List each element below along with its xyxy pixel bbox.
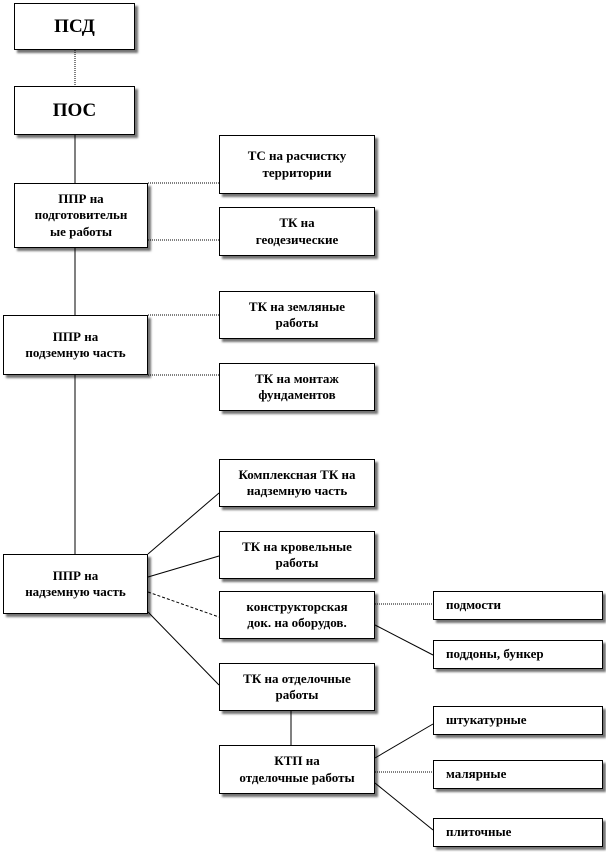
node-tk-finishing: ТК на отделочные работы xyxy=(219,663,375,711)
connector-ppr-above-complex-tk xyxy=(147,492,220,555)
node-psd: ПСД xyxy=(14,3,135,50)
node-tiling: плиточные xyxy=(433,818,603,847)
node-tk-geodetic: ТК на геодезические xyxy=(219,207,375,256)
node-painting: малярные xyxy=(433,760,603,789)
node-tk-foundation: ТК на монтаж фундаментов xyxy=(219,363,375,411)
node-plaster: штукатурные xyxy=(433,706,603,735)
node-pallets: поддоны, бункер xyxy=(433,640,603,669)
node-ppr-prep: ППР на подготовительн ые работы xyxy=(14,183,148,248)
node-tk-roof: ТК на кровельные работы xyxy=(219,531,375,579)
connector-ktp-tiling xyxy=(374,782,434,831)
node-ktp-finishing: КТП на отделочные работы xyxy=(219,745,375,794)
node-pos: ПОС xyxy=(14,86,135,135)
connector-ppr-above-tk-finishing xyxy=(147,611,220,686)
connector-design-doc-pallets xyxy=(374,624,434,656)
node-ppr-above: ППР на надземную часть xyxy=(3,554,148,614)
node-complex-tk: Комплексная ТК на надземную часть xyxy=(219,459,375,507)
connector-ppr-above-tk-roof xyxy=(147,555,220,578)
node-tk-earth: ТК на земляные работы xyxy=(219,291,375,339)
node-ts-clearing: ТС на расчистку территории xyxy=(219,135,375,194)
connector-ppr-above-design-doc xyxy=(147,591,220,618)
connector-ktp-plaster xyxy=(374,723,434,759)
node-design-doc: конструкторская док. на оборудов. xyxy=(219,591,375,639)
node-ppr-underground: ППР на подземную часть xyxy=(3,315,148,375)
node-scaffold: подмости xyxy=(433,591,603,620)
